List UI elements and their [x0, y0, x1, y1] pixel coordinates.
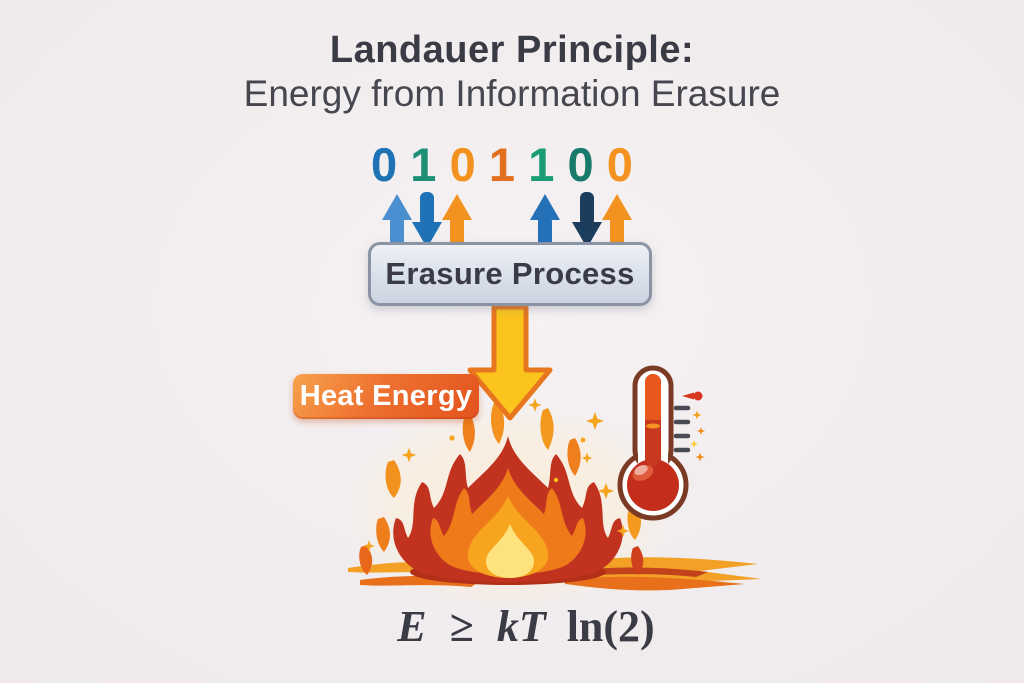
heat-energy-badge: Heat Energy — [293, 374, 479, 419]
up-arrow-icon — [442, 194, 472, 250]
sparkle-icon — [363, 398, 630, 552]
binary-digit: 0 — [371, 138, 398, 191]
down-arrow-icon — [572, 192, 602, 248]
flame-icon — [342, 398, 762, 606]
formula-relation: ≥ — [449, 602, 474, 651]
title-line-1: Landauer Principle: — [329, 29, 695, 71]
binary-string: 0 1 0 1 1 0 0 — [371, 141, 633, 188]
landauer-formula: E ≥ kT ln(2) — [14, 601, 1024, 652]
up-arrow-icon — [530, 194, 560, 250]
bit-arrows-group — [382, 192, 632, 250]
binary-digit: 0 — [567, 138, 594, 191]
flame-wisps — [359, 400, 644, 575]
thermometer-fluid — [627, 374, 679, 511]
erasure-process-box: Erasure Process — [368, 242, 652, 306]
page-title: Landauer Principle: Energy from Informat… — [0, 29, 1024, 116]
flame-body — [393, 436, 623, 582]
thermometer-icon — [617, 365, 706, 521]
binary-digit: 1 — [528, 138, 555, 191]
title-line-2: Energy from Information Erasure — [243, 72, 781, 114]
binary-digit: 1 — [488, 138, 516, 191]
up-arrow-icon — [382, 194, 412, 250]
binary-digit: 0 — [449, 138, 476, 191]
down-arrow-icon — [412, 192, 442, 248]
binary-digit: 0 — [606, 138, 633, 191]
thermometer-sparks — [682, 391, 706, 462]
formula-energy-term: E — [397, 602, 427, 651]
formula-log-term: ln(2) — [566, 602, 655, 651]
formula-kt-term: kT — [496, 602, 546, 651]
up-arrow-icon — [602, 194, 632, 250]
erasure-process-label: Erasure Process — [385, 256, 635, 291]
thermometer-ticks — [673, 405, 691, 453]
heat-energy-label: Heat Energy — [299, 380, 473, 412]
binary-digit: 1 — [410, 138, 437, 191]
down-arrow-icon — [467, 304, 553, 421]
